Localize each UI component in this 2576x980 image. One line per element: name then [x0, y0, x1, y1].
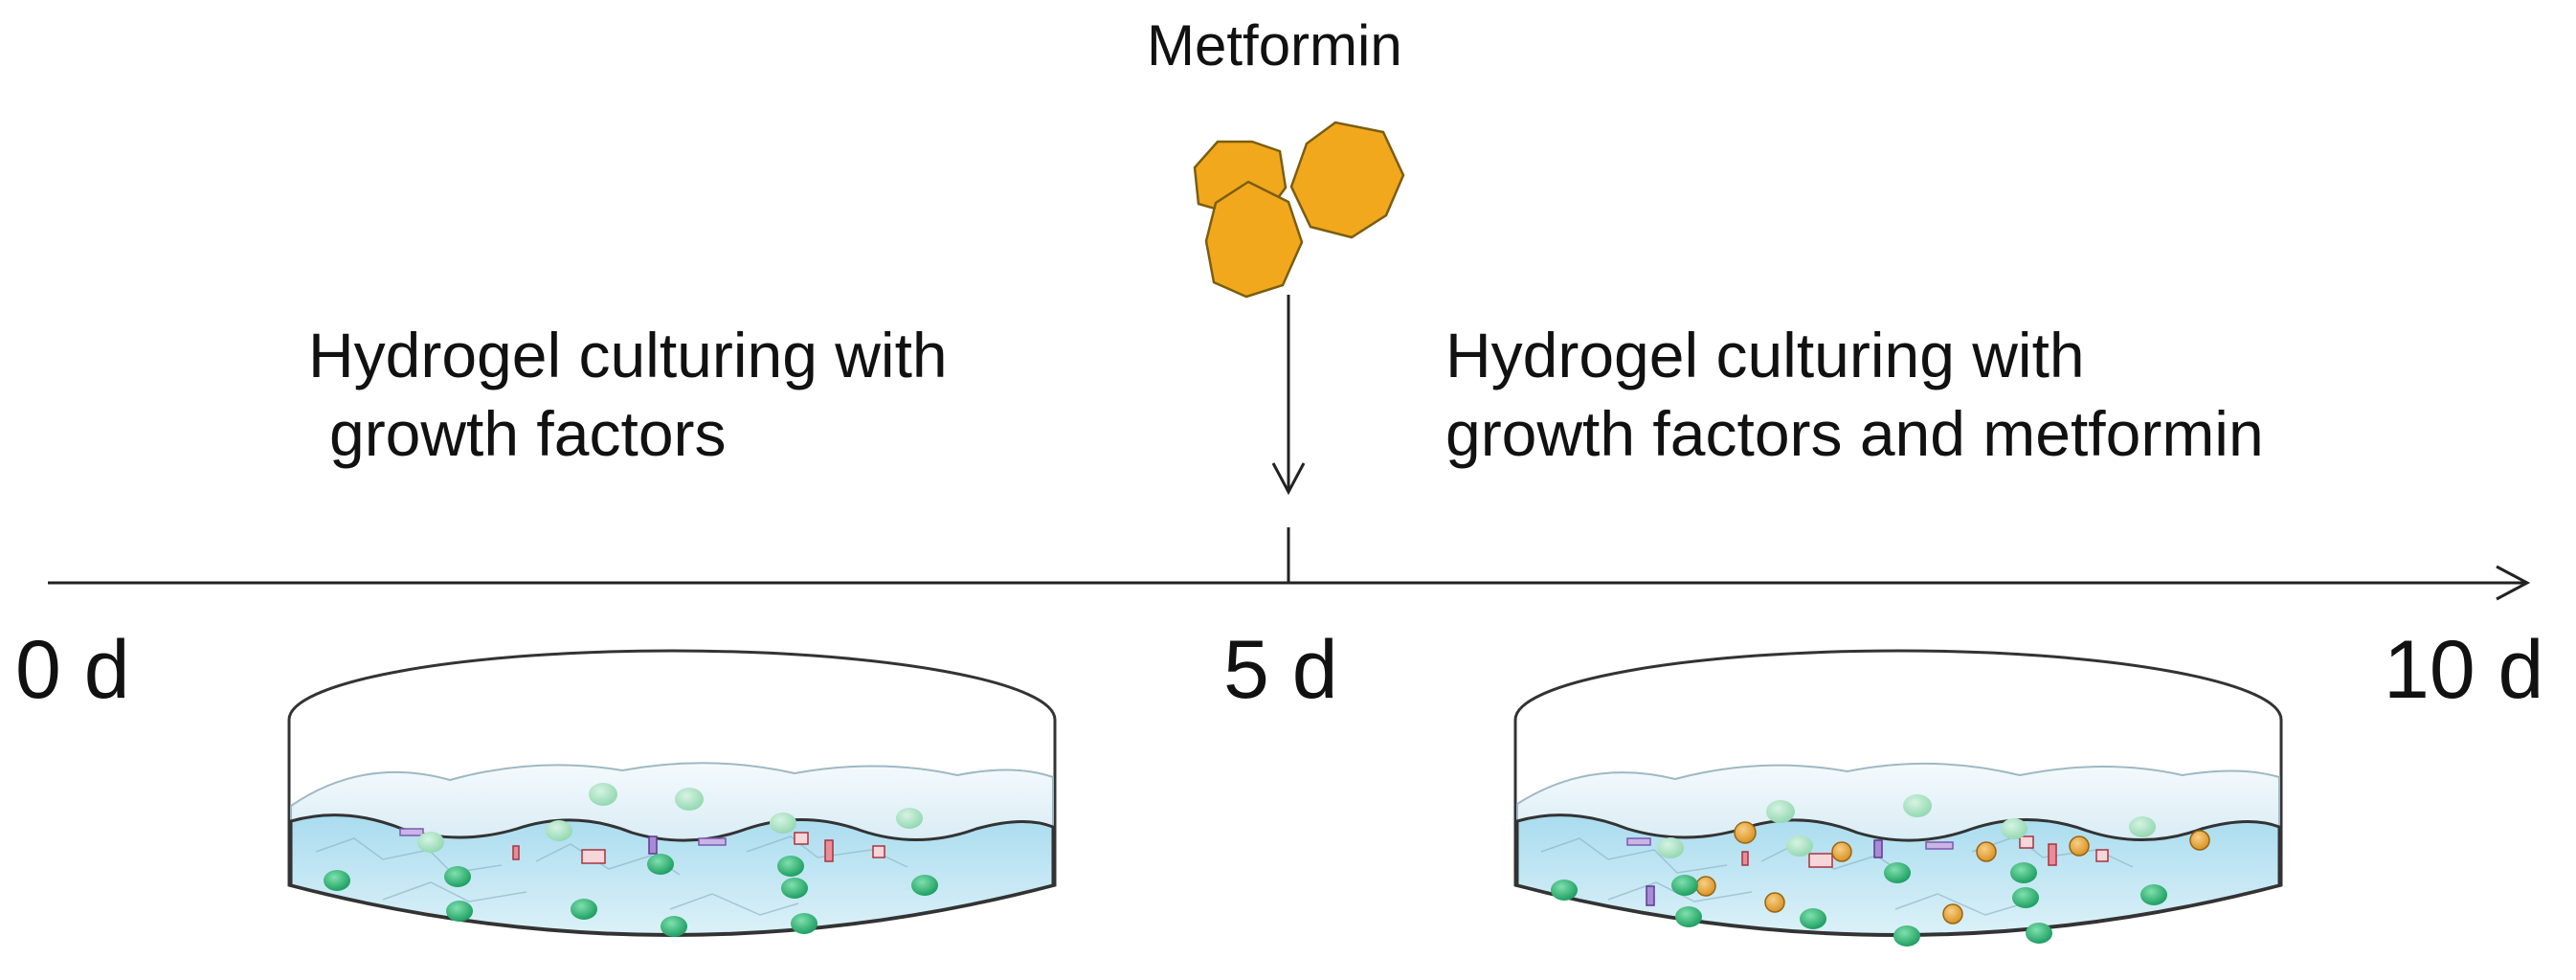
stage-label-line: Hydrogel culturing with [308, 320, 948, 390]
growth-factor-markers [399, 828, 885, 864]
metformin-molecules-icon [1193, 121, 1405, 299]
petri-dish-left [287, 649, 1057, 937]
stage-label-line: Hydrogel culturing with [1445, 320, 2085, 390]
cells-lower-layer [324, 854, 938, 937]
cells-lower-layer [1551, 862, 2167, 947]
arrow-down-icon [1271, 295, 1306, 496]
gel-layer [290, 762, 1054, 843]
timeline-tick-label: 5 d [1223, 624, 1338, 716]
stage-label-before: Hydrogel culturing with growth factors [308, 316, 948, 473]
stage-label-after: Hydrogel culturing with growth factors a… [1445, 316, 2264, 473]
cells-upper-layer [1657, 794, 2156, 858]
timeline-tick-label: 0 d [15, 624, 130, 716]
metformin-label: Metformin [1147, 13, 1402, 78]
stage-label-line: growth factors and metformin [1445, 398, 2264, 469]
growth-factor-markers [1626, 835, 2109, 906]
hexagon-molecule-icon [1204, 180, 1304, 299]
gel-layer [1516, 762, 2280, 843]
timeline-axis [48, 527, 2531, 601]
arrow-right-icon [2496, 565, 2531, 601]
timeline-tick-label: 10 d [2384, 624, 2544, 716]
petri-dish-right [1513, 649, 2283, 947]
hexagon-molecule-icon [1289, 121, 1405, 239]
cells-upper-layer [417, 783, 923, 853]
metformin-particles [1695, 821, 2210, 924]
stage-label-line: growth factors [329, 398, 727, 469]
